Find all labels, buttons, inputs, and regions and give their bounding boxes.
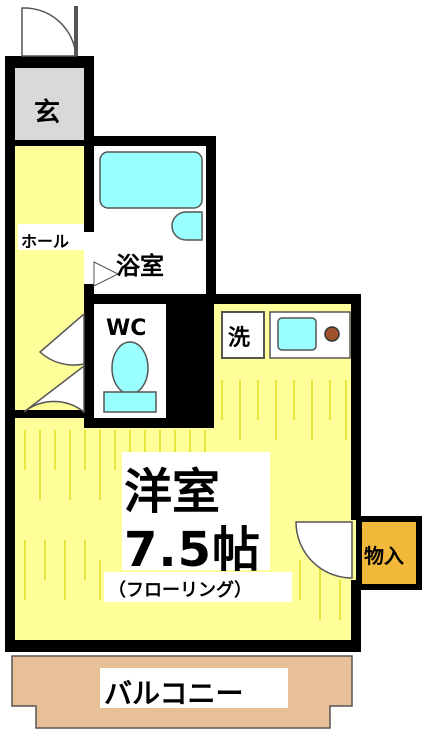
flooring-label-bg <box>104 572 292 602</box>
walls <box>5 56 361 652</box>
balcony-label-bg <box>100 668 288 708</box>
toilet-bowl-icon <box>111 341 149 395</box>
toilet-label: WC <box>106 316 147 341</box>
closet-label: 物入 <box>364 544 404 568</box>
wc-door-icon <box>38 312 85 366</box>
hall-label: ホール <box>21 232 70 251</box>
western-room-label-bg <box>122 452 270 570</box>
laundry-label: 洗 <box>228 326 251 351</box>
stove-icon <box>324 326 340 342</box>
floorboard-lines <box>24 380 347 620</box>
toilet-tank-icon <box>103 391 157 413</box>
balcony-label: バルコニー <box>104 677 244 710</box>
bathroom-label: 浴室 <box>116 252 164 280</box>
flooring-label: （フローリング） <box>108 580 252 601</box>
entrance-label: 玄 <box>34 98 61 128</box>
entrance-door-icon <box>21 7 77 57</box>
sink-icon <box>171 211 203 241</box>
hall-door-icon <box>23 364 85 414</box>
room-size-label: 7.5帖 <box>124 522 262 578</box>
bathtub <box>99 151 203 209</box>
closet-floor <box>362 522 416 584</box>
sink-basin-icon <box>277 317 317 351</box>
laundry-box <box>221 311 265 359</box>
western-room-label: 洋室 <box>124 464 221 520</box>
entrance-floor <box>14 68 84 142</box>
bath-door-icon <box>93 261 120 287</box>
hall-label-bg <box>18 224 84 250</box>
closet-door-icon <box>295 521 353 579</box>
